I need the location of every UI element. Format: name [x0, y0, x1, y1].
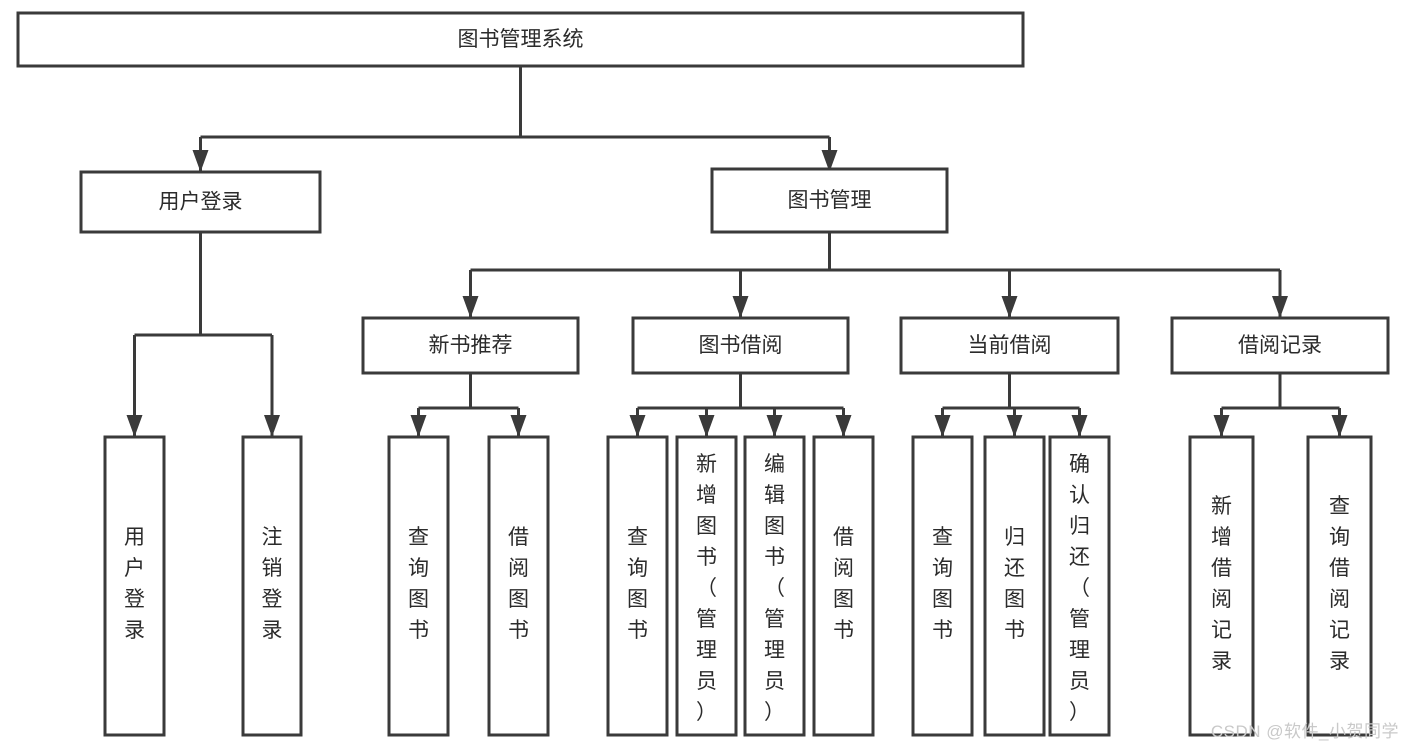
- node-label-查询借阅记录: 查询借阅记录: [1329, 495, 1350, 673]
- node-编辑图书管理员[interactable]: 编辑图书（管理员）: [743, 435, 806, 737]
- node-label-借阅图书: 借阅图书: [508, 526, 529, 642]
- node-注销登录[interactable]: 注销登录: [241, 435, 303, 737]
- arrow-head-icon: [934, 415, 951, 437]
- node-box-借阅图书: [487, 435, 550, 737]
- arrow-head-icon: [510, 415, 527, 437]
- node-用户登录[interactable]: 用户登录: [103, 435, 166, 737]
- node-box-借阅记录: [1170, 316, 1390, 375]
- node-box-归还图书: [983, 435, 1046, 737]
- arrow-head-icon: [264, 415, 280, 437]
- node-图书管理[interactable]: 图书管理: [710, 167, 949, 234]
- arrow-head-icon: [126, 415, 143, 437]
- arrow-head-icon: [698, 415, 715, 437]
- node-label-新增图书管理员: 新增图书（管理员）: [696, 453, 717, 724]
- node-label-用户登录: 用户登录: [124, 526, 145, 642]
- node-label-查询图书: 查询图书: [408, 526, 429, 642]
- node-box-图书管理: [710, 167, 949, 234]
- node-查询图书[interactable]: 查询图书: [387, 435, 450, 737]
- node-label-查询图书: 查询图书: [932, 526, 953, 642]
- node-layer: 图书管理系统用户登录图书管理新书推荐图书借阅当前借阅借阅记录用户登录注销登录查询…: [16, 11, 1390, 737]
- node-box-当前借阅: [899, 316, 1120, 375]
- node-box-用户登录: [103, 435, 166, 737]
- node-label-新书推荐: 新书推荐: [429, 334, 513, 357]
- node-查询图书[interactable]: 查询图书: [606, 435, 669, 737]
- arrow-head-icon: [462, 296, 479, 318]
- node-label-编辑图书管理员: 编辑图书（管理员）: [764, 453, 785, 724]
- node-box-图书借阅: [631, 316, 850, 375]
- arrow-head-icon: [1006, 415, 1023, 437]
- arrow-head-icon: [1001, 296, 1018, 318]
- arrow-head-icon: [1331, 415, 1348, 437]
- arrow-head-icon: [410, 415, 427, 437]
- node-box-新增图书管理员: [675, 435, 738, 737]
- node-box-借阅图书: [812, 435, 875, 737]
- node-查询借阅记录[interactable]: 查询借阅记录: [1306, 435, 1373, 737]
- node-查询图书[interactable]: 查询图书: [911, 435, 974, 737]
- arrow-head-icon: [1272, 296, 1288, 318]
- node-label-用户登录: 用户登录: [159, 191, 243, 214]
- node-新增图书管理员[interactable]: 新增图书（管理员）: [675, 435, 738, 737]
- node-box-查询图书: [911, 435, 974, 737]
- node-label-图书借阅: 图书借阅: [699, 334, 783, 357]
- node-label-归还图书: 归还图书: [1004, 526, 1025, 642]
- node-label-注销登录: 注销登录: [262, 526, 283, 642]
- watermark-label: CSDN @软件_小贺同学: [1210, 722, 1399, 741]
- node-box-图书管理系统: [16, 11, 1025, 68]
- node-box-编辑图书管理员: [743, 435, 806, 737]
- node-box-新增借阅记录: [1188, 435, 1255, 737]
- node-借阅记录[interactable]: 借阅记录: [1170, 316, 1390, 375]
- node-label-借阅记录: 借阅记录: [1238, 334, 1322, 357]
- node-归还图书[interactable]: 归还图书: [983, 435, 1046, 737]
- arrow-head-icon: [629, 415, 646, 437]
- node-label-图书管理系统: 图书管理系统: [458, 28, 584, 51]
- node-当前借阅[interactable]: 当前借阅: [899, 316, 1120, 375]
- arrow-head-icon: [766, 415, 783, 437]
- node-图书管理系统[interactable]: 图书管理系统: [16, 11, 1025, 68]
- node-box-新书推荐: [361, 316, 580, 375]
- arrow-head-icon: [732, 296, 749, 318]
- node-label-借阅图书: 借阅图书: [833, 526, 854, 642]
- node-label-新增借阅记录: 新增借阅记录: [1211, 495, 1232, 673]
- node-box-确认归还管理员: [1048, 435, 1111, 737]
- node-label-确认归还管理员: 确认归还（管理员）: [1069, 453, 1090, 724]
- arrow-head-icon: [192, 150, 209, 172]
- node-借阅图书[interactable]: 借阅图书: [487, 435, 550, 737]
- node-用户登录[interactable]: 用户登录: [79, 170, 322, 234]
- node-新增借阅记录[interactable]: 新增借阅记录: [1188, 435, 1255, 737]
- node-label-图书管理: 图书管理: [788, 189, 872, 212]
- node-box-查询借阅记录: [1306, 435, 1373, 737]
- node-box-查询图书: [387, 435, 450, 737]
- node-图书借阅[interactable]: 图书借阅: [631, 316, 850, 375]
- node-借阅图书[interactable]: 借阅图书: [812, 435, 875, 737]
- node-box-查询图书: [606, 435, 669, 737]
- connector-layer: [126, 66, 1348, 437]
- node-label-当前借阅: 当前借阅: [968, 334, 1052, 357]
- arrow-head-icon: [1213, 415, 1230, 437]
- node-确认归还管理员[interactable]: 确认归还（管理员）: [1048, 435, 1111, 737]
- node-box-注销登录: [241, 435, 303, 737]
- arrow-head-icon: [821, 150, 838, 172]
- node-label-查询图书: 查询图书: [627, 526, 648, 642]
- arrow-head-icon: [835, 415, 852, 437]
- node-box-用户登录: [79, 170, 322, 234]
- arrow-head-icon: [1071, 415, 1088, 437]
- node-新书推荐[interactable]: 新书推荐: [361, 316, 580, 375]
